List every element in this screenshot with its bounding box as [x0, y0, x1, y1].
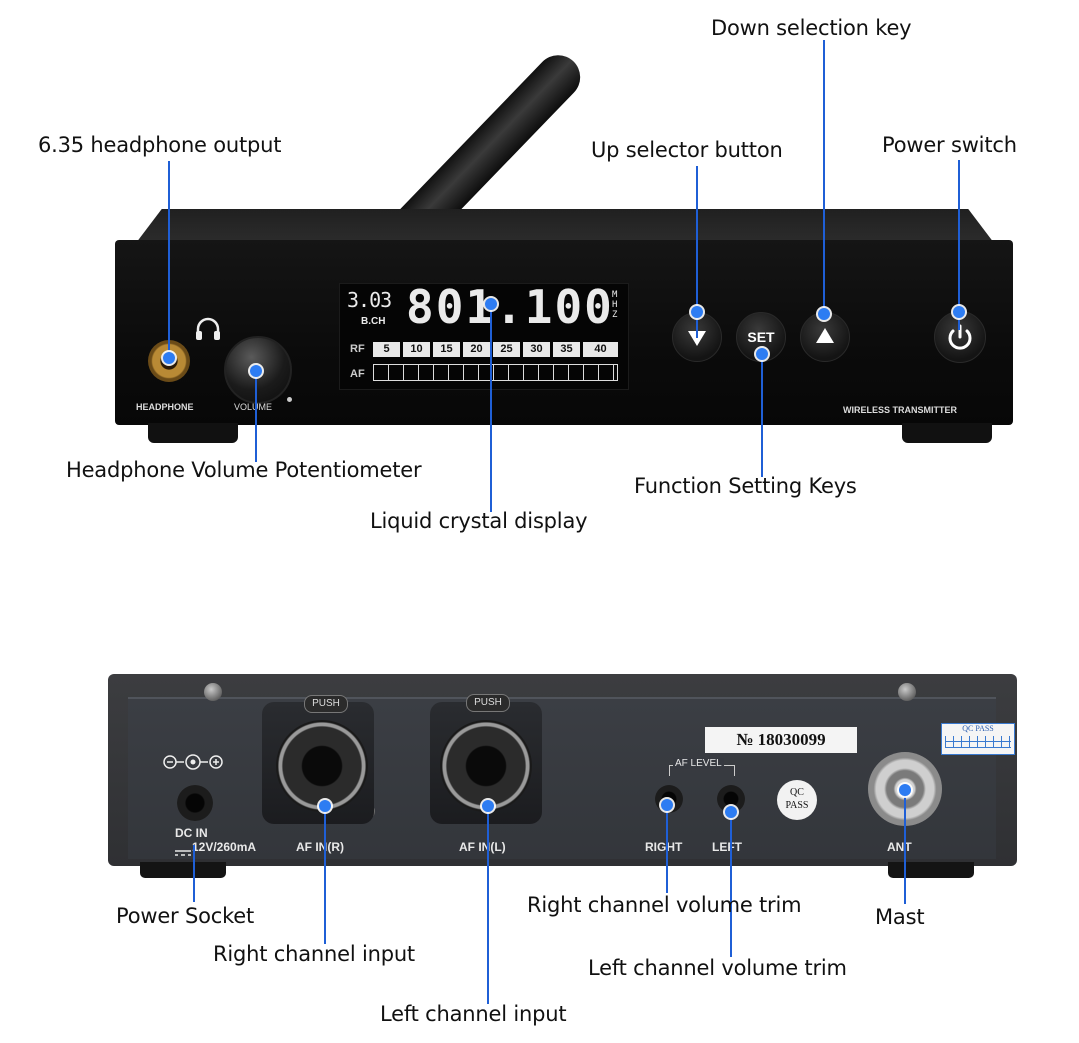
- volume-indicator-dot: [287, 397, 292, 402]
- left-channel-input-jack[interactable]: [440, 720, 532, 812]
- leader-line: [958, 160, 960, 330]
- leader-line: [823, 40, 825, 314]
- leader-line: [168, 161, 170, 358]
- marker-dot: [756, 348, 768, 360]
- marker-dot: [163, 352, 175, 364]
- front-foot-left: [148, 423, 238, 443]
- screw: [204, 683, 222, 701]
- callout-headphone-output: 6.35 headphone output: [38, 133, 282, 157]
- model-label: WIRELESS TRANSMITTER: [843, 405, 957, 415]
- af-level-label: AF LEVEL: [673, 758, 724, 769]
- leader-line: [730, 812, 732, 957]
- rear-foot-right: [888, 862, 974, 878]
- screw: [898, 683, 916, 701]
- right-label: RIGHT: [645, 840, 683, 854]
- down-selection-button[interactable]: [800, 312, 850, 362]
- marker-dot: [953, 306, 965, 318]
- dc-polarity-icon: [162, 752, 224, 772]
- lcd-rf-label: RF: [350, 343, 365, 355]
- callout-down-selection: Down selection key: [711, 16, 912, 40]
- qc-line-2: PASS: [785, 800, 809, 811]
- marker-dot: [818, 308, 830, 320]
- push-tab-left: PUSH: [466, 694, 510, 712]
- marker-dot: [485, 298, 497, 310]
- callout-lcd: Liquid crystal display: [370, 509, 588, 533]
- lcd-channel-small: 3.03: [347, 288, 392, 312]
- callout-up-selector: Up selector button: [591, 138, 783, 162]
- marker-dot: [899, 784, 911, 796]
- leader-line: [193, 845, 195, 902]
- leader-line: [255, 370, 257, 462]
- rf-scale-cell: 15: [433, 342, 460, 357]
- leader-line: [904, 792, 906, 904]
- rf-scale-cell: 30: [523, 342, 550, 357]
- dc-rating-label: 12V/260mA: [192, 840, 257, 854]
- leader-line: [487, 806, 489, 1004]
- af-in-l-label: AF IN(L): [459, 840, 506, 854]
- callout-right-trim: Right channel volume trim: [527, 893, 802, 917]
- ant-label: ANT: [887, 840, 912, 854]
- rf-scale-cell: 10: [403, 342, 430, 357]
- lcd-frequency: 801.100: [406, 280, 614, 334]
- marker-dot: [482, 800, 494, 812]
- leader-line: [696, 166, 698, 338]
- volume-label: VOLUME: [234, 402, 273, 412]
- qc-pass-tag: QC PASS: [941, 723, 1015, 755]
- rear-foot-left: [140, 862, 226, 878]
- af-meter: [373, 364, 618, 381]
- rear-panel: [128, 697, 996, 859]
- leader-line: [666, 805, 668, 893]
- triangle-down-icon: [688, 331, 706, 346]
- callout-volume-pot: Headphone Volume Potentiometer: [66, 458, 422, 482]
- serial-number-sticker: № 18030099: [705, 727, 857, 753]
- marker-dot: [725, 806, 737, 818]
- leader-line: [761, 354, 763, 477]
- rf-scale-cell: 35: [553, 342, 580, 357]
- front-foot-right: [902, 423, 992, 443]
- rf-scale-cell: 20: [463, 342, 490, 357]
- rf-scale-cell: 25: [493, 342, 520, 357]
- callout-left-trim: Left channel volume trim: [588, 956, 847, 980]
- callout-left-input: Left channel input: [380, 1002, 567, 1026]
- leader-line: [490, 305, 492, 512]
- marker-dot: [319, 800, 331, 812]
- power-button[interactable]: [934, 311, 986, 363]
- front-unit-top-cover: [136, 209, 994, 243]
- dc-in-label: DC IN: [175, 826, 208, 840]
- leader-line: [324, 806, 326, 944]
- left-label: LEFT: [712, 840, 742, 854]
- rf-scale-cell: 5: [373, 342, 400, 357]
- volume-knob[interactable]: [224, 336, 292, 404]
- power-icon: [948, 324, 972, 350]
- headphone-label: HEADPHONE: [136, 402, 194, 412]
- push-tab-right: PUSH: [304, 695, 348, 713]
- callout-mast: Mast: [875, 905, 925, 929]
- right-channel-input-jack[interactable]: [276, 720, 368, 812]
- headphone-icon: [194, 316, 222, 342]
- callout-power-switch: Power switch: [882, 133, 1017, 157]
- dc-symbol-icon: [174, 843, 192, 856]
- qc-pass-tag-text: QC PASS: [962, 724, 994, 733]
- marker-dot: [691, 306, 703, 318]
- qc-pass-sticker: QC PASS: [777, 780, 817, 820]
- triangle-up-icon: [816, 328, 834, 343]
- dc-power-socket[interactable]: [177, 785, 213, 821]
- marker-dot: [250, 365, 262, 377]
- callout-function-keys: Function Setting Keys: [634, 474, 857, 498]
- rf-scale-cell: 40: [583, 342, 618, 357]
- marker-dot: [661, 799, 673, 811]
- set-button-label: SET: [747, 329, 775, 345]
- lcd-af-label: AF: [350, 368, 365, 380]
- callout-right-input: Right channel input: [213, 942, 415, 966]
- callout-power-socket: Power Socket: [116, 904, 255, 928]
- qc-line-1: QC: [790, 787, 804, 798]
- lcd-channel-label: B.CH: [361, 316, 386, 327]
- af-in-r-label: AF IN(R): [296, 840, 344, 854]
- lcd-unit: MHZ: [612, 290, 618, 320]
